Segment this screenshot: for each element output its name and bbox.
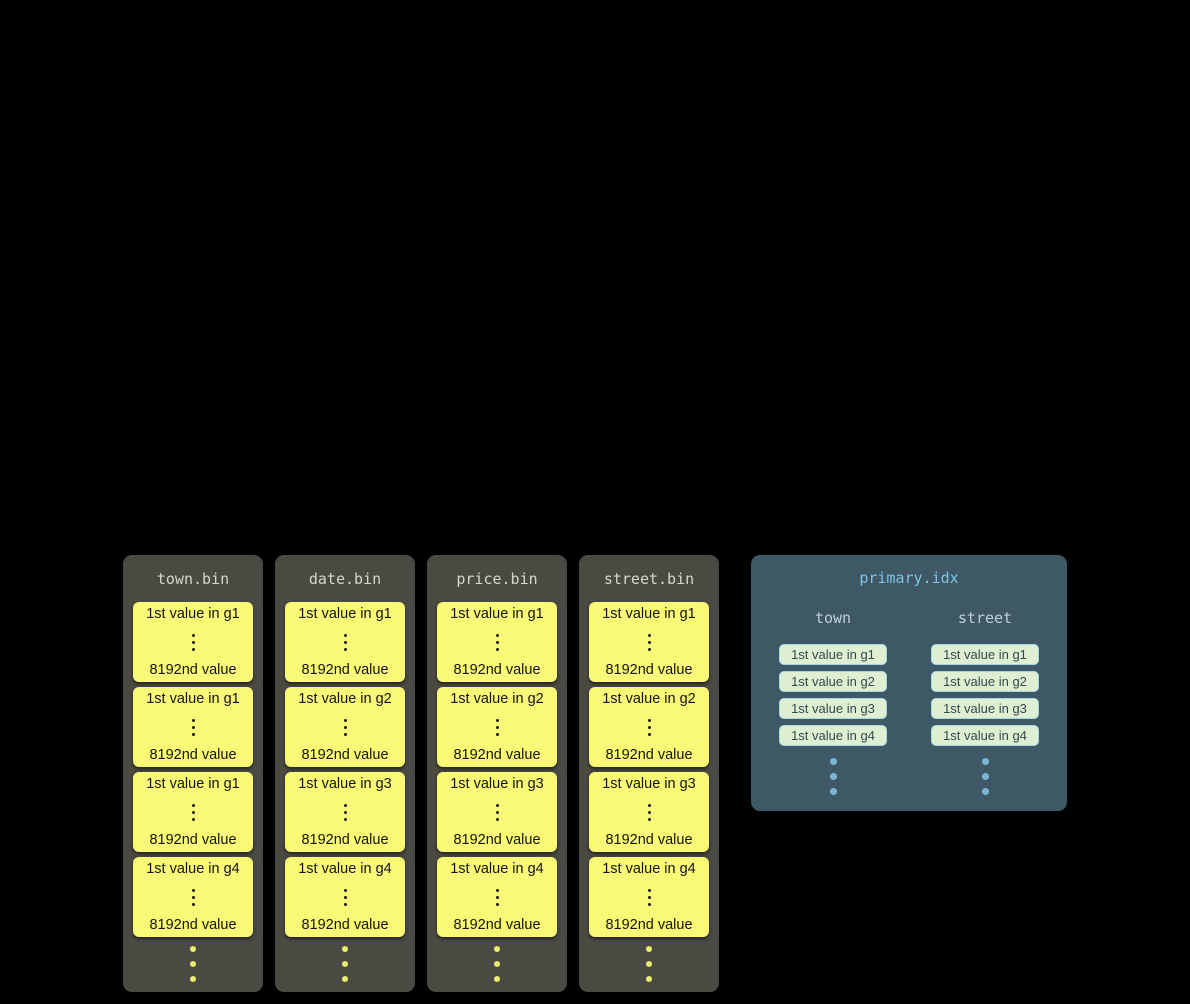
granule-first-value: 1st value in g3 (450, 776, 544, 792)
bin-column-town: town.bin 1st value in g1 8192nd value 1s… (123, 555, 263, 992)
index-column-header: street (957, 609, 1013, 627)
granule-last-value: 8192nd value (149, 662, 237, 678)
bin-file-title: price.bin (456, 569, 538, 588)
vertical-ellipsis-icon (343, 633, 347, 651)
bin-files-row: town.bin 1st value in g1 8192nd value 1s… (123, 555, 719, 992)
vertical-ellipsis-icon (647, 888, 651, 906)
index-column-header: town (814, 609, 852, 627)
granule-block: 1st value in g3 8192nd value (285, 772, 405, 852)
granule-block: 1st value in g2 8192nd value (589, 687, 709, 767)
bin-file-title: date.bin (308, 569, 382, 588)
vertical-ellipsis-icon (343, 803, 347, 821)
bin-column-date: date.bin 1st value in g1 8192nd value 1s… (275, 555, 415, 992)
bin-file-title: street.bin (603, 569, 695, 588)
more-granules-ellipsis-icon (427, 946, 567, 982)
index-entry: 1st value in g1 (779, 644, 887, 665)
granule-first-value: 1st value in g3 (602, 776, 696, 792)
granule-last-value: 8192nd value (453, 747, 541, 763)
index-entry: 1st value in g3 (931, 698, 1039, 719)
more-granules-ellipsis-icon (123, 946, 263, 982)
granule-block: 1st value in g1 8192nd value (589, 602, 709, 682)
index-entry: 1st value in g2 (779, 671, 887, 692)
granule-block: 1st value in g1 8192nd value (133, 602, 253, 682)
vertical-ellipsis-icon (191, 718, 195, 736)
vertical-ellipsis-icon (495, 633, 499, 651)
index-entry: 1st value in g2 (931, 671, 1039, 692)
granule-block: 1st value in g4 8192nd value (285, 857, 405, 937)
granule-first-value: 1st value in g1 (602, 606, 696, 622)
granule-first-value: 1st value in g2 (450, 691, 544, 707)
granule-last-value: 8192nd value (453, 662, 541, 678)
vertical-ellipsis-icon (191, 803, 195, 821)
granule-last-value: 8192nd value (301, 747, 389, 763)
granule-block: 1st value in g4 8192nd value (133, 857, 253, 937)
granule-first-value: 1st value in g4 (298, 861, 392, 877)
more-entries-ellipsis-icon (981, 758, 989, 795)
vertical-ellipsis-icon (191, 888, 195, 906)
vertical-ellipsis-icon (495, 888, 499, 906)
granule-first-value: 1st value in g3 (298, 776, 392, 792)
vertical-ellipsis-icon (191, 633, 195, 651)
vertical-ellipsis-icon (647, 633, 651, 651)
granule-last-value: 8192nd value (301, 832, 389, 848)
index-column-street: street 1st value in g1 1st value in g2 1… (931, 609, 1039, 795)
granule-last-value: 8192nd value (605, 832, 693, 848)
more-entries-ellipsis-icon (829, 758, 837, 795)
granule-block: 1st value in g3 8192nd value (589, 772, 709, 852)
granule-first-value: 1st value in g1 (450, 606, 544, 622)
granule-block: 1st value in g4 8192nd value (437, 857, 557, 937)
granule-first-value: 1st value in g1 (146, 606, 240, 622)
granule-last-value: 8192nd value (605, 917, 693, 933)
index-entry: 1st value in g4 (779, 725, 887, 746)
vertical-ellipsis-icon (647, 803, 651, 821)
granule-last-value: 8192nd value (605, 662, 693, 678)
granule-first-value: 1st value in g1 (146, 776, 240, 792)
granule-block: 1st value in g2 8192nd value (285, 687, 405, 767)
granule-block: 1st value in g1 8192nd value (437, 602, 557, 682)
vertical-ellipsis-icon (647, 718, 651, 736)
granule-block: 1st value in g1 8192nd value (133, 687, 253, 767)
granule-first-value: 1st value in g4 (450, 861, 544, 877)
granule-block: 1st value in g3 8192nd value (437, 772, 557, 852)
granule-last-value: 8192nd value (149, 747, 237, 763)
granule-block: 1st value in g1 8192nd value (133, 772, 253, 852)
granule-first-value: 1st value in g1 (298, 606, 392, 622)
granule-last-value: 8192nd value (453, 832, 541, 848)
granule-first-value: 1st value in g2 (602, 691, 696, 707)
bin-file-title: town.bin (156, 569, 230, 588)
index-entry: 1st value in g1 (931, 644, 1039, 665)
granule-last-value: 8192nd value (605, 747, 693, 763)
granule-block: 1st value in g4 8192nd value (589, 857, 709, 937)
granule-first-value: 1st value in g2 (298, 691, 392, 707)
primary-index-title: primary.idx (859, 569, 959, 587)
primary-index-columns: town 1st value in g1 1st value in g2 1st… (751, 609, 1067, 795)
vertical-ellipsis-icon (343, 888, 347, 906)
more-granules-ellipsis-icon (275, 946, 415, 982)
primary-index-panel: primary.idx town 1st value in g1 1st val… (751, 555, 1067, 811)
index-column-town: town 1st value in g1 1st value in g2 1st… (779, 609, 887, 795)
vertical-ellipsis-icon (343, 718, 347, 736)
granule-block: 1st value in g2 8192nd value (437, 687, 557, 767)
granule-last-value: 8192nd value (149, 832, 237, 848)
bin-column-price: price.bin 1st value in g1 8192nd value 1… (427, 555, 567, 992)
index-entry: 1st value in g3 (779, 698, 887, 719)
granule-first-value: 1st value in g4 (602, 861, 696, 877)
granule-first-value: 1st value in g1 (146, 691, 240, 707)
granule-first-value: 1st value in g4 (146, 861, 240, 877)
more-granules-ellipsis-icon (579, 946, 719, 982)
granule-last-value: 8192nd value (301, 917, 389, 933)
vertical-ellipsis-icon (495, 718, 499, 736)
granule-last-value: 8192nd value (301, 662, 389, 678)
granule-last-value: 8192nd value (453, 917, 541, 933)
bin-column-street: street.bin 1st value in g1 8192nd value … (579, 555, 719, 992)
vertical-ellipsis-icon (495, 803, 499, 821)
index-entry: 1st value in g4 (931, 725, 1039, 746)
granule-block: 1st value in g1 8192nd value (285, 602, 405, 682)
granule-last-value: 8192nd value (149, 917, 237, 933)
